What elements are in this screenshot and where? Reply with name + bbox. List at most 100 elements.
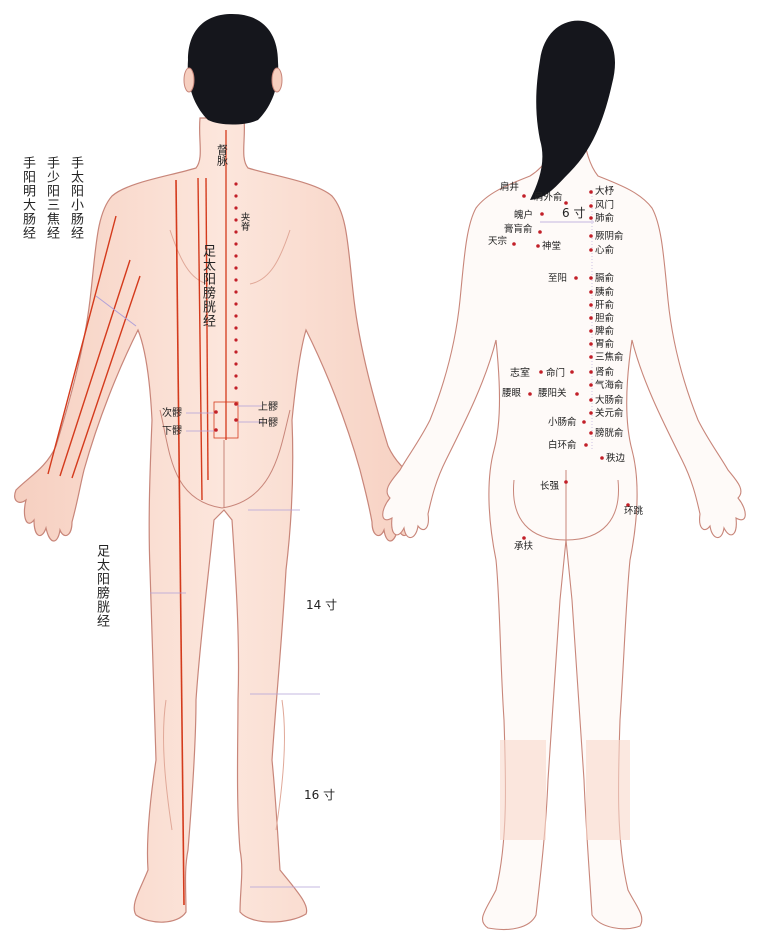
dot-qihaishu [589,383,593,387]
jiaji-dot [234,314,237,317]
dot-xinshu [589,248,593,252]
jiaji-dot [234,206,237,209]
dot-guanyuanshu [589,411,593,415]
label-zhongliao: 中髎 [258,416,278,429]
label-tianzong: 天宗 [488,235,507,247]
label-geshu: 膈俞 [595,272,615,284]
female-calf-shade-left [500,740,546,840]
label-yaoyangguan: 腰阳关 [538,387,567,399]
jiaji-dot [234,242,237,245]
dot-jianwaishu [564,201,568,205]
label-xinshu: 心俞 [595,244,615,256]
label-triple-burner-meridian: 手少阳三焦经 [42,156,61,240]
dot-pishu [589,329,593,333]
dot-yaoyan [528,392,532,396]
dot-ganshu [589,303,593,307]
dot-mingmen [570,370,574,374]
male-calf-right [276,700,284,830]
jiaji-dot [234,338,237,341]
jiaji-dot [234,386,237,389]
dot-zhiyang [574,276,578,280]
label-small-intestine-meridian: 手太阳小肠经 [66,156,85,240]
dot-yishu [589,290,593,294]
label-bladder-meridian-back: 足太阳膀胱经 [198,244,217,328]
jiaji-dot [234,302,237,305]
label-chengfu: 承扶 [514,540,534,552]
label-zhishi: 志室 [510,366,530,379]
label-xiaochangshu: 小肠俞 [548,416,577,428]
dot-dachangshu [589,398,593,402]
label-shentang: 神堂 [542,240,561,252]
point-dot-shangliao [234,402,238,406]
label-ciliao: 次髎 [162,406,182,419]
label-feishu: 肺俞 [595,212,615,224]
jiaji-dot [234,374,237,377]
dot-danshu [589,316,593,320]
measure-16: 16 寸 [304,788,335,802]
jiaji-dot [234,230,237,233]
dot-gaohuangshu [538,230,542,234]
jiaji-dot [234,362,237,365]
dot-fengmen [589,204,593,208]
label-jianwaishu: 肩外俞 [534,191,563,203]
label-pohu: 魄户 [514,209,533,221]
label-dazhu: 大杼 [595,185,615,197]
label-qihaishu: 气海俞 [595,379,624,391]
dot-changqiang [564,480,568,484]
dot-sanjiaoshu [589,355,593,359]
dot-feishu [589,216,593,220]
label-guanyuanshu: 关元俞 [595,407,624,419]
female-figure: 肩井 肩外俞 大杼 风门 6 寸 肺俞 魄户 膏肓俞 天宗 神堂 厥阴俞 心俞 … [383,21,746,930]
dot-yaoyangguan [575,392,579,396]
label-danshu: 胆俞 [595,312,615,324]
dot-geshu [589,276,593,280]
label-jianjing: 肩井 [500,181,519,193]
male-figure: 督脉 夹脊 上髎 次髎 中髎 下髎 14 寸 16 寸 [15,14,430,922]
label-gaohuangshu: 膏肓俞 [504,223,533,235]
label-huantiao: 环跳 [624,505,644,517]
male-hair [188,14,279,125]
jiaji-dot [234,254,237,257]
label-shangliao: 上髎 [258,401,278,413]
label-governor-top: 督脉 [216,143,229,166]
label-pangguangshu: 膀胱俞 [595,427,624,439]
measure-14: 14 寸 [306,598,337,612]
dot-dazhu [589,190,593,194]
label-changqiang: 长强 [540,480,560,492]
dot-jueyinshu [589,234,593,238]
label-baihuanshu: 白环俞 [548,439,577,451]
dot-xiaochangshu [582,420,586,424]
point-dot-ciliao [214,410,218,414]
label-sanjiaoshu: 三焦俞 [595,351,624,363]
dot-baihuanshu [584,443,588,447]
label-yishu: 胰俞 [595,286,615,298]
female-body-silhouette [383,120,746,929]
jiaji-dot [234,218,237,221]
dot-jianjing [522,194,526,198]
dot-chengfu [522,536,526,540]
label-weishu: 胃俞 [595,338,615,350]
dot-pohu [540,212,544,216]
label-jiaji: 夹脊 [239,211,251,232]
male-right-ear [272,68,282,92]
label-yaoyan: 腰眼 [502,388,522,399]
jiaji-dot [234,278,237,281]
jiaji-dot [234,350,237,353]
label-zhibian: 秩边 [606,453,626,464]
label-zhiyang: 至阳 [548,273,567,284]
dot-shentang [536,244,540,248]
label-xialiao: 下髎 [162,425,182,437]
label-6cun: 6 寸 [562,206,585,220]
dot-zhishi [539,370,543,374]
jiaji-dot [234,266,237,269]
label-bladder-meridian-leg: 足太阳膀胱经 [92,544,111,628]
dot-pangguangshu [589,431,593,435]
label-large-intestine-meridian: 手阳明大肠经 [18,156,37,240]
male-left-ear [184,68,194,92]
label-dachangshu: 大肠俞 [595,394,624,406]
label-jueyinshu: 厥阴俞 [595,230,624,242]
dot-shenshu [589,370,593,374]
jiaji-dot [234,326,237,329]
